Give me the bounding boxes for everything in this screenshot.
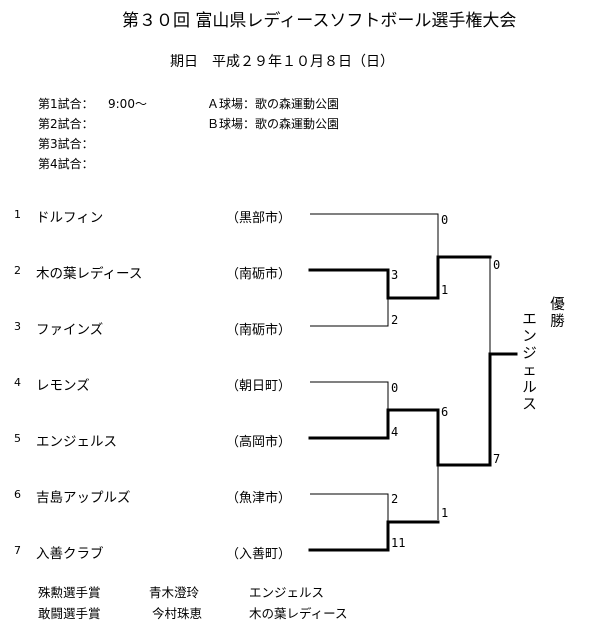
score-r1b-bottom: 4 <box>391 425 399 439</box>
score-r2b-bottom: 1 <box>441 506 449 520</box>
team-seed: 3 <box>14 320 21 333</box>
event-date: 期日 平成２９年１０月８日（日） <box>170 54 394 70</box>
bracket-line <box>310 298 389 327</box>
page-title: 第３０回 富山県レディースソフトボール選手権大会 <box>122 11 517 31</box>
bracket-line-winner <box>308 255 492 300</box>
bracket-line <box>310 381 389 410</box>
bracket-line <box>310 493 389 522</box>
score-r1b-top: 0 <box>391 381 399 395</box>
award-title-1: 殊勲選手賞 <box>38 585 101 600</box>
award-player-1: 青木澄玲 <box>149 585 200 600</box>
team-city: （南砺市） <box>226 267 292 282</box>
schedule-label-4: 第4試合： <box>38 157 94 171</box>
score-r1a-top: 3 <box>391 268 399 282</box>
team-name: エンジェルス <box>36 434 117 450</box>
schedule-time-1: 9:00～ <box>108 97 147 111</box>
score-r2a-bottom: 1 <box>441 283 449 297</box>
score-final-top: 0 <box>493 258 501 272</box>
team-city: （朝日町） <box>226 379 292 394</box>
score-final-bottom: 7 <box>493 452 501 466</box>
team-seed: 1 <box>14 208 21 221</box>
team-seed: 7 <box>14 544 21 557</box>
team-seed: 4 <box>14 376 21 389</box>
team-city: （黒部市） <box>226 211 292 226</box>
champion-label: 優勝 <box>550 297 565 330</box>
score-r1c-top: 2 <box>391 492 399 506</box>
bracket-line-winner <box>308 520 440 552</box>
team-name: 入善クラブ <box>36 546 104 562</box>
team-city: （入善町） <box>226 547 292 562</box>
team-city: （南砺市） <box>226 323 292 338</box>
team-name: 吉島アップルズ <box>36 490 131 506</box>
venue-a: Ａ球場：歌の森運動公園 <box>207 97 340 111</box>
team-name: ドルフィン <box>36 210 104 226</box>
score-r2b-top: 6 <box>441 405 449 419</box>
team-seed: 6 <box>14 488 21 501</box>
award-player-2: 今村珠恵 <box>152 606 203 621</box>
champion-team: エンジェルス <box>522 312 537 413</box>
team-city: （魚津市） <box>226 491 292 506</box>
team-city: （高岡市） <box>226 435 292 450</box>
schedule-label-3: 第3試合： <box>38 137 94 151</box>
team-name: レモンズ <box>36 378 90 394</box>
schedule-label-2: 第2試合： <box>38 117 94 131</box>
score-r1a-bottom: 2 <box>391 313 399 327</box>
award-title-2: 敢闘選手賞 <box>38 606 101 621</box>
venue-b: Ｂ球場：歌の森運動公園 <box>207 117 340 131</box>
score-r1c-bottom: 11 <box>391 536 406 550</box>
team-seed: 5 <box>14 432 21 445</box>
schedule-label-1: 第1試合： <box>38 97 94 111</box>
team-name: ファインズ <box>36 322 104 338</box>
award-team-2: 木の葉レディース <box>249 606 348 621</box>
bracket-line <box>310 213 439 257</box>
bracket-line-winner <box>308 352 518 467</box>
score-r2a-top: 0 <box>441 213 449 227</box>
team-seed: 2 <box>14 264 21 277</box>
award-team-1: エンジェルス <box>249 585 325 600</box>
team-name: 木の葉レディース <box>36 266 143 282</box>
